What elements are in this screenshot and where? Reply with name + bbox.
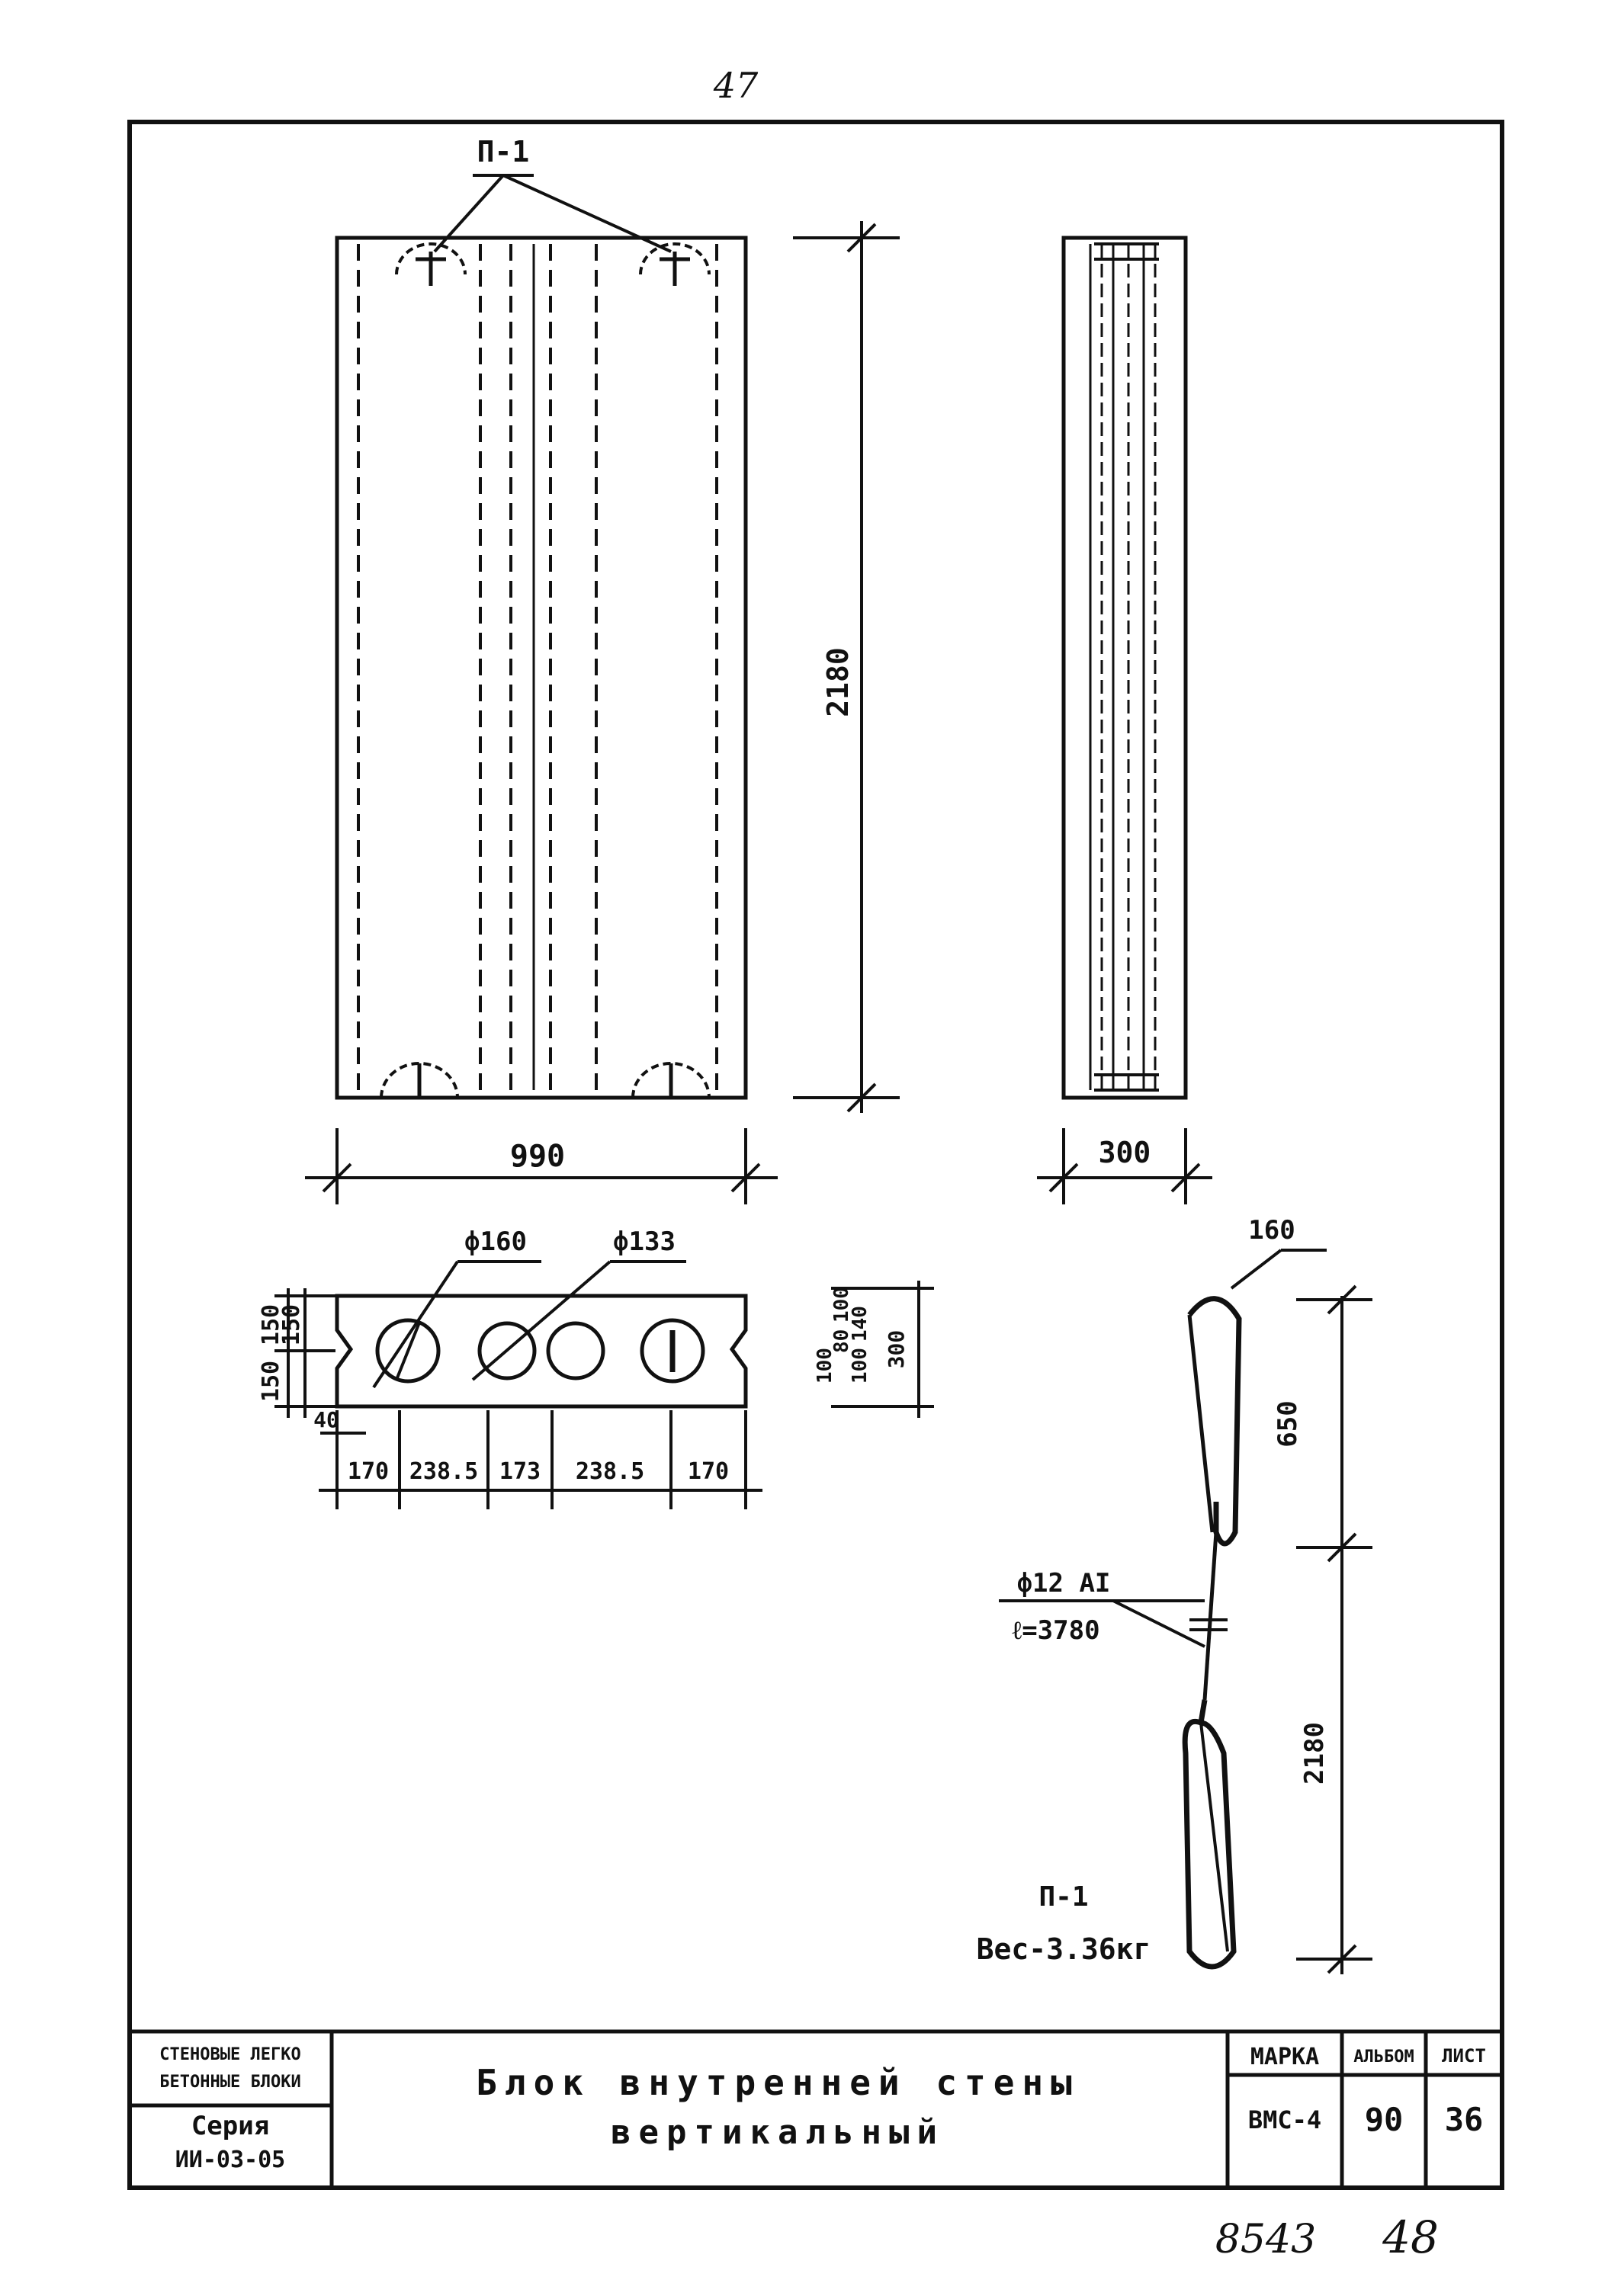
title-block	[130, 2029, 1502, 2188]
section-dim-right-300: 300	[884, 1330, 909, 1369]
panel-height-label: 2180	[821, 647, 855, 717]
loop-total-height-label: 2180	[1299, 1722, 1330, 1785]
section-dim-right-80: 80	[830, 1329, 853, 1353]
panel-width-dimension	[305, 1128, 778, 1204]
title-line-1: Блок внутренней стены	[476, 2062, 1080, 2103]
section-dim-right-140: 140	[849, 1306, 871, 1342]
series-label: Серия	[191, 2111, 269, 2141]
sheet-frame	[127, 120, 1504, 2190]
loop-bar-spec: ф12 АI	[1017, 1568, 1111, 1599]
section-dim-bottom-1: 170	[348, 1458, 389, 1485]
side-width-label: 300	[1099, 1136, 1151, 1169]
panel-front-view: П-1	[335, 135, 748, 1100]
loop-top-width-label: 160	[1248, 1215, 1295, 1246]
loop-bar-length: ℓ=3780	[1012, 1615, 1099, 1646]
hole-small-label: ф133	[613, 1227, 676, 1257]
loop-dimensions	[999, 1249, 1372, 1974]
loop-weight-label: Вес-3.36кг	[977, 1932, 1151, 1966]
section-dim-150-bottom: 150	[258, 1361, 284, 1402]
side-width-dimension	[1037, 1128, 1212, 1204]
handwritten-number-right: 48	[1382, 2211, 1439, 2263]
panel-height-dimension	[793, 221, 900, 1113]
series-value: ИИ-03-05	[175, 2147, 286, 2173]
mark-header: МАРКА	[1250, 2044, 1319, 2070]
loop-height-label: 650	[1273, 1400, 1303, 1447]
section-dim-bottom-4: 238.5	[576, 1458, 644, 1485]
section-dim-right-100b: 100	[830, 1287, 853, 1323]
panel-width-label: 990	[510, 1139, 565, 1174]
section-dim-right-100a: 100	[814, 1348, 836, 1384]
section-dim-right-100c: 100	[849, 1348, 871, 1384]
handwritten-number-left: 8543	[1215, 2217, 1316, 2262]
category-line-1: СТЕНОВЫЕ ЛЕГКО	[159, 2045, 300, 2064]
hole-large-label: ф160	[464, 1227, 527, 1257]
section-bottom-dimensions	[319, 1410, 762, 1509]
section-right-dimensions	[831, 1281, 934, 1418]
panel-side-view	[1061, 236, 1188, 1100]
section-dim-40: 40	[313, 1407, 339, 1432]
loop-mark-label: П-1	[1038, 1881, 1088, 1913]
sheet-header: ЛИСТ	[1442, 2045, 1486, 2067]
album-header: АЛЬБОМ	[1353, 2047, 1414, 2067]
section-dim-bottom-5: 170	[688, 1458, 729, 1485]
section-dim-bottom-3: 173	[499, 1458, 541, 1485]
panel-callout-mark: П-1	[477, 135, 530, 168]
section-dim-150-left: 150	[258, 1304, 284, 1345]
title-line-2: вертикальный	[611, 2113, 945, 2152]
section-left-dimensions	[274, 1288, 366, 1435]
sheet-value: 36	[1445, 2101, 1484, 2138]
cross-section	[335, 1260, 748, 1409]
mark-value: ВМС-4	[1248, 2105, 1321, 2134]
page-number-top: 47	[713, 65, 759, 106]
section-dim-150-mid: 150	[278, 1304, 305, 1345]
category-line-2: БЕТОННЫЕ БЛОКИ	[159, 2073, 300, 2092]
lifting-loop-drawing	[1182, 1296, 1242, 1970]
album-value: 90	[1365, 2101, 1404, 2138]
section-dim-bottom-2: 238.5	[409, 1458, 478, 1485]
